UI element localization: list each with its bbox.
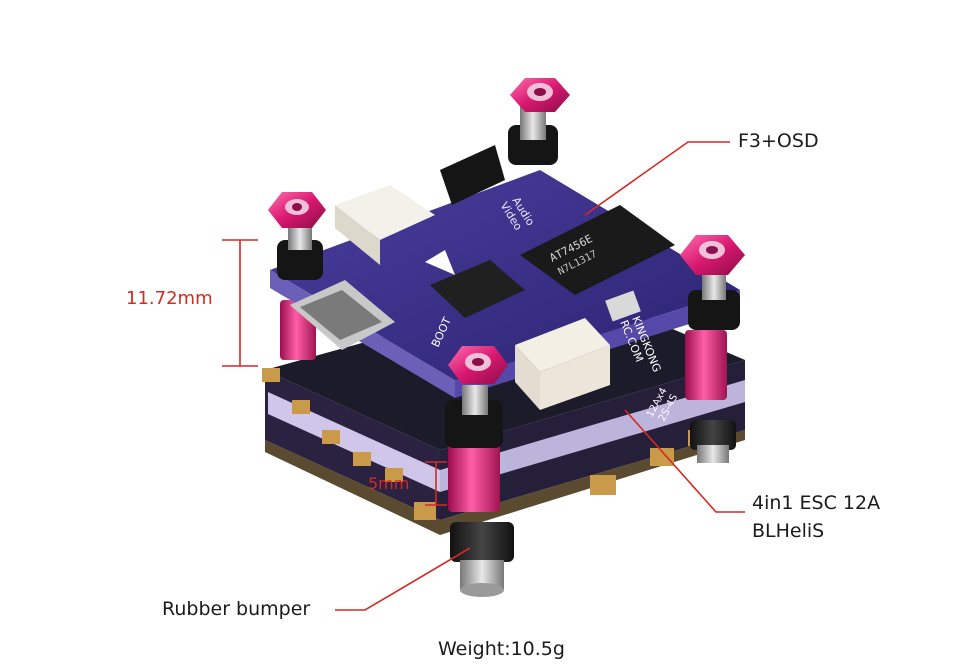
- nut-left: [268, 192, 326, 280]
- weight-label: Weight:10.5g: [438, 638, 565, 660]
- nut-front: [445, 346, 508, 448]
- f3-osd-pointer: [584, 141, 730, 216]
- esc-label-line1: 4in1 ESC 12A: [752, 492, 881, 514]
- f3-osd-label: F3+OSD: [738, 130, 819, 152]
- esc-label-line2: BLHeliS: [752, 520, 825, 542]
- nut-back: [508, 78, 570, 165]
- stack-height-label: 11.72mm: [126, 288, 213, 309]
- esc-solder-pads: [262, 368, 710, 520]
- annotation-lines: [222, 141, 745, 611]
- esc-pointer: [624, 409, 745, 513]
- standoffs: [280, 300, 727, 512]
- rubber-bumper-label: Rubber bumper: [162, 598, 311, 620]
- bottom-rubber-bumpers: [450, 420, 736, 597]
- fc-components: AT7456E N7L1317 Audio Video KINGKONG RC.…: [290, 145, 680, 423]
- bumper-pointer: [335, 547, 471, 611]
- nut-right: [680, 235, 745, 330]
- standoff-height-label: 5mm: [368, 474, 410, 493]
